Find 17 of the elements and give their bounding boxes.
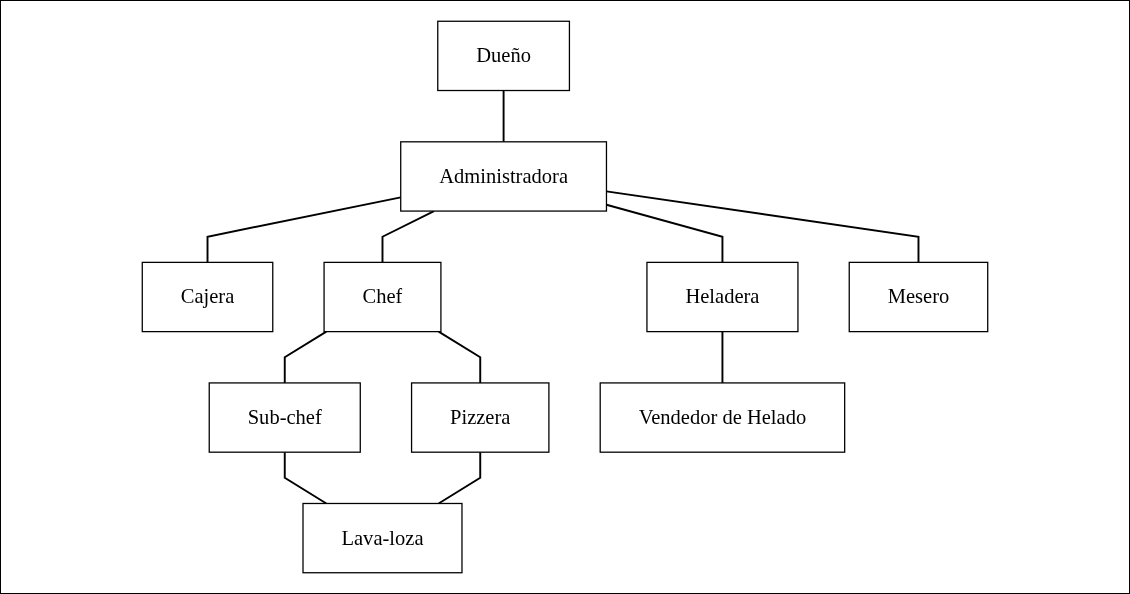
connector: [381, 210, 435, 264]
node-box: Heladera: [646, 261, 799, 333]
node-box: Pizzera: [410, 382, 550, 453]
node-box: Chef: [323, 261, 442, 333]
node-box: Mesero: [848, 261, 989, 333]
node-box: Sub-chef: [208, 382, 361, 453]
node-box: Administradora: [400, 141, 608, 212]
connector: [283, 330, 328, 384]
connector: [437, 330, 482, 384]
connector: [721, 330, 724, 384]
connector: [283, 451, 328, 505]
node-box: Vendedor de Helado: [599, 382, 846, 453]
connector: [502, 89, 505, 143]
node-box: Dueño: [437, 20, 571, 92]
connector: [437, 451, 482, 505]
node-box: Lava-loza: [302, 502, 463, 574]
node-box: Cajera: [141, 261, 274, 333]
